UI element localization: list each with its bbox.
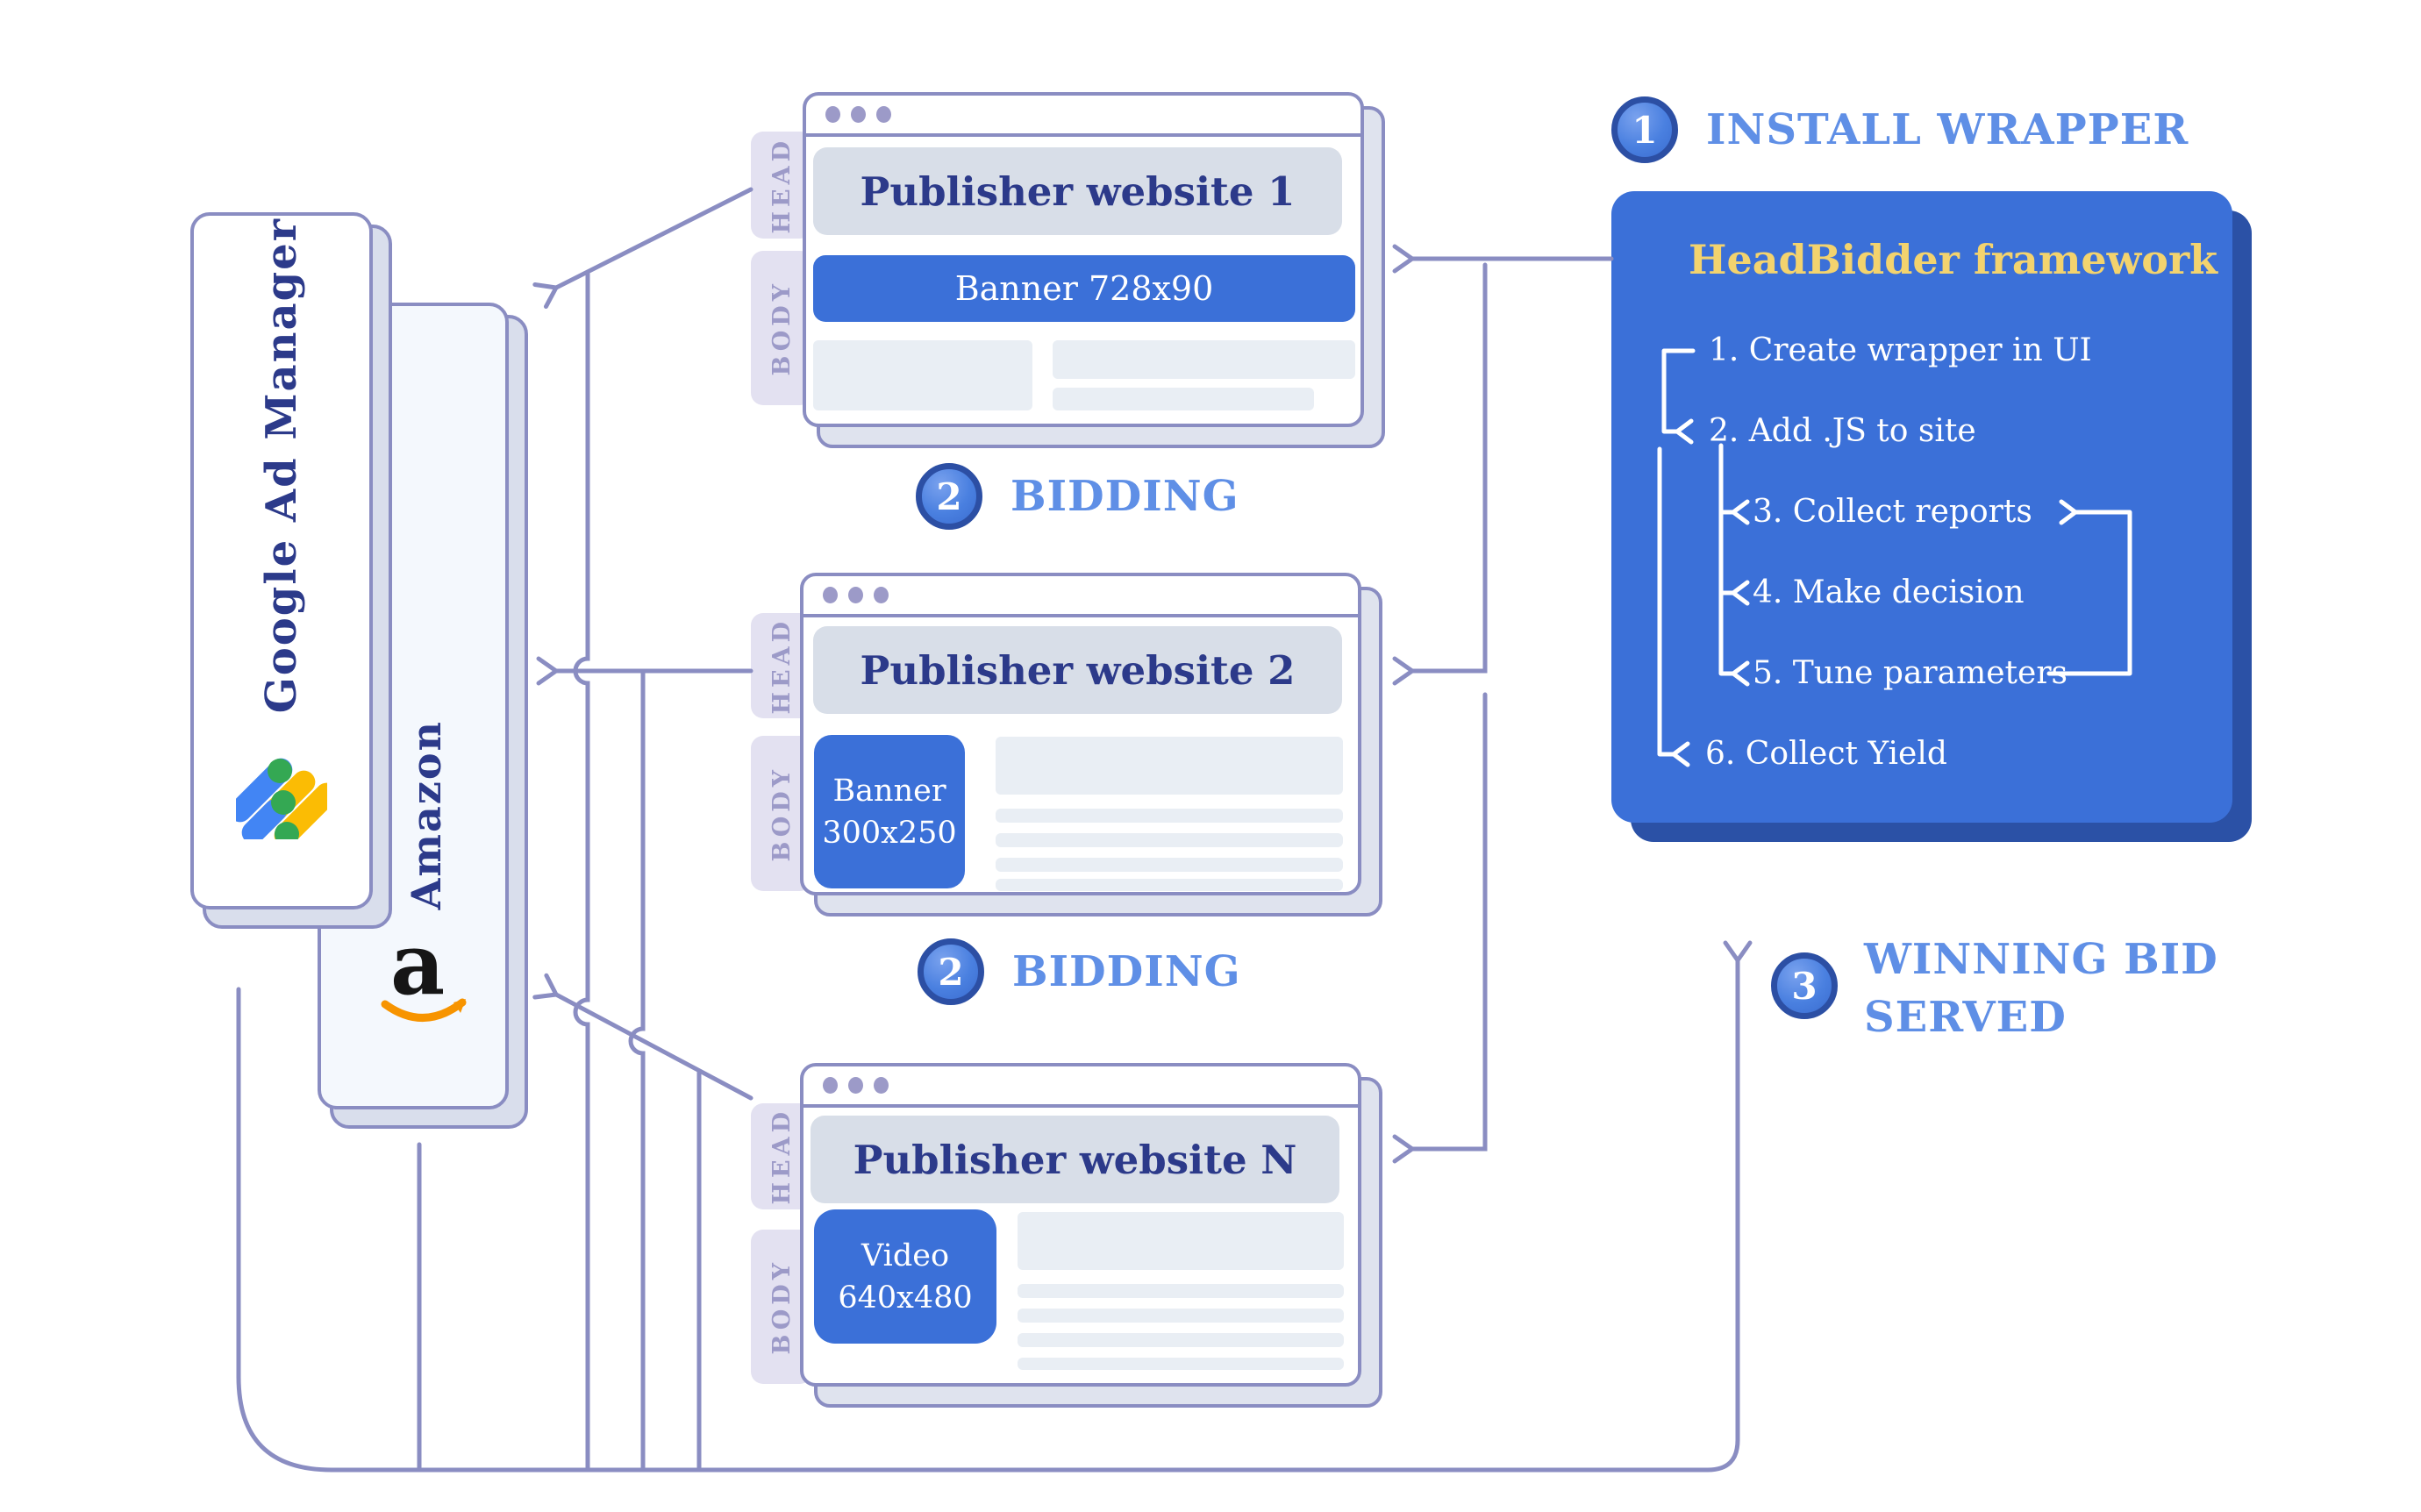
pw2-placeholder — [996, 879, 1343, 891]
framework-box — [1611, 191, 2232, 823]
amazon-logo-icon: a — [378, 915, 475, 1031]
step-badge-winning: 3 — [1771, 952, 1838, 1019]
framework-title: HeadBidder framework — [1689, 236, 2218, 283]
amazon-card-title: Amazon — [403, 719, 450, 909]
pw2-window-controls-icon — [803, 576, 1358, 617]
bidding-label-2: BIDDING — [1012, 947, 1241, 996]
bidding-label-1: BIDDING — [1011, 472, 1239, 521]
framework-item-2: 2. Add .JS to site — [1709, 413, 1976, 449]
gam-card-title: Google Ad Manager — [257, 217, 306, 713]
bus-line-b — [628, 668, 646, 1473]
gam-card: Google Ad Manager — [190, 212, 373, 909]
framework-item-3: 3. Collect reports — [1753, 494, 2032, 530]
winning-bid-label-line1: WINNING BID — [1864, 935, 2218, 984]
pw2-placeholder — [996, 833, 1343, 847]
pwn-placeholder — [1018, 1333, 1344, 1347]
framework-item-6: 6. Collect Yield — [1705, 736, 1947, 772]
step-number: 3 — [1791, 964, 1818, 1008]
pwn-ad-line1: Video — [861, 1237, 950, 1273]
pwn-body-label: BODY — [768, 1259, 796, 1355]
pw2-ad-line2: 300x250 — [822, 815, 957, 851]
pw2-placeholder — [996, 737, 1343, 795]
pw1-head-tab: HEAD — [751, 132, 812, 239]
pw2-head-label: HEAD — [768, 617, 796, 715]
arrow-framework-to-pw2 — [1392, 262, 1488, 686]
pwn-placeholder — [1018, 1309, 1344, 1323]
pw2-ad-line1: Banner — [832, 773, 946, 809]
pw1-body-label: BODY — [768, 280, 796, 376]
pwn-ad-line2: 640x480 — [838, 1280, 973, 1316]
pw1-body-tab: BODY — [751, 251, 812, 405]
pw1-placeholder — [1053, 340, 1355, 379]
pw1-placeholder — [1053, 388, 1314, 410]
winning-bid-label-line2: SERVED — [1864, 993, 2067, 1042]
framework-item-4: 4. Make decision — [1753, 574, 2025, 610]
step-number: 1 — [1632, 108, 1658, 152]
bus-line-a — [573, 269, 590, 1473]
pw1-window-controls-icon — [806, 96, 1360, 137]
pw1-ad-banner: Banner 728x90 — [813, 255, 1355, 322]
framework-item-1: 1. Create wrapper in UI — [1709, 332, 2092, 368]
arrow-framework-to-pwn — [1392, 692, 1488, 1164]
step-badge-bidding-2: 2 — [918, 938, 984, 1005]
pw2-body-label: BODY — [768, 765, 796, 862]
arrow-pw1-to-sources — [532, 187, 753, 310]
pw1-title: Publisher website 1 — [813, 147, 1342, 235]
framework-item-5: 5. Tune parameters — [1753, 655, 2067, 691]
step-badge-install: 1 — [1611, 96, 1678, 163]
pw1-placeholder — [813, 340, 1032, 410]
pwn-head-label: HEAD — [768, 1108, 796, 1205]
pwn-ad-video: Video 640x480 — [814, 1209, 996, 1344]
pwn-placeholder — [1018, 1212, 1344, 1270]
arrow-pwn-to-sources — [532, 973, 753, 1101]
pwn-title: Publisher website N — [811, 1116, 1339, 1203]
pwn-placeholder — [1018, 1358, 1344, 1370]
step-number: 2 — [938, 950, 964, 994]
pw2-title: Publisher website 2 — [813, 626, 1342, 714]
pwn-window-controls-icon — [803, 1066, 1358, 1108]
step-badge-bidding-1: 2 — [916, 463, 982, 530]
google-ad-manager-logo-icon — [236, 758, 327, 839]
pw2-placeholder — [996, 809, 1343, 823]
install-wrapper-label: INSTALL WRAPPER — [1706, 105, 2189, 154]
pw2-ad-banner: Banner 300x250 — [814, 735, 965, 888]
step-number: 2 — [936, 474, 962, 518]
pwn-placeholder — [1018, 1284, 1344, 1298]
pw1-head-label: HEAD — [768, 136, 796, 234]
pw2-placeholder — [996, 858, 1343, 872]
